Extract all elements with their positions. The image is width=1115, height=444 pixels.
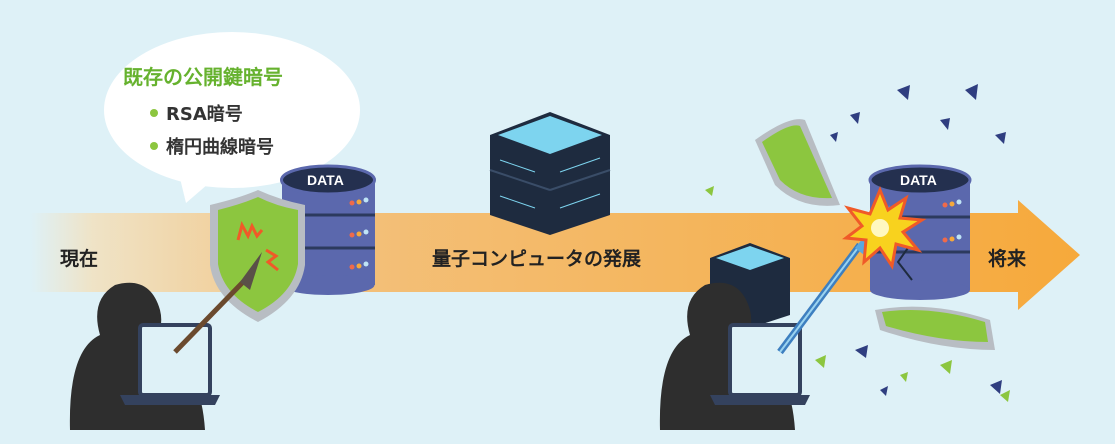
hacker-left-icon bbox=[69, 282, 220, 430]
bullet-icon bbox=[150, 109, 158, 117]
database-left-label: DATA bbox=[307, 172, 344, 188]
debris-green-fragments bbox=[705, 186, 1010, 402]
bubble-item-ecc: 楕円曲線暗号 bbox=[166, 136, 274, 158]
hacker-right-icon bbox=[659, 282, 810, 430]
timeline-middle-label: 量子コンピュータの発展 bbox=[432, 247, 641, 270]
broken-shield-pieces bbox=[755, 119, 995, 350]
database-right-cracked-icon bbox=[868, 164, 972, 300]
impact-burst-icon bbox=[842, 186, 927, 270]
speech-bubble bbox=[104, 32, 360, 203]
database-right-label: DATA bbox=[900, 172, 937, 188]
debris-fragments bbox=[830, 84, 1006, 396]
spear-left-icon bbox=[173, 252, 262, 354]
bullet-icon bbox=[150, 142, 158, 150]
timeline-end-label: 将来 bbox=[988, 247, 1026, 270]
bubble-item-rsa: RSA暗号 bbox=[166, 103, 243, 125]
bubble-title: 既存の公開鍵暗号 bbox=[123, 65, 283, 89]
quantum-computer-icon bbox=[489, 112, 611, 235]
timeline-start-label: 現在 bbox=[60, 247, 98, 270]
